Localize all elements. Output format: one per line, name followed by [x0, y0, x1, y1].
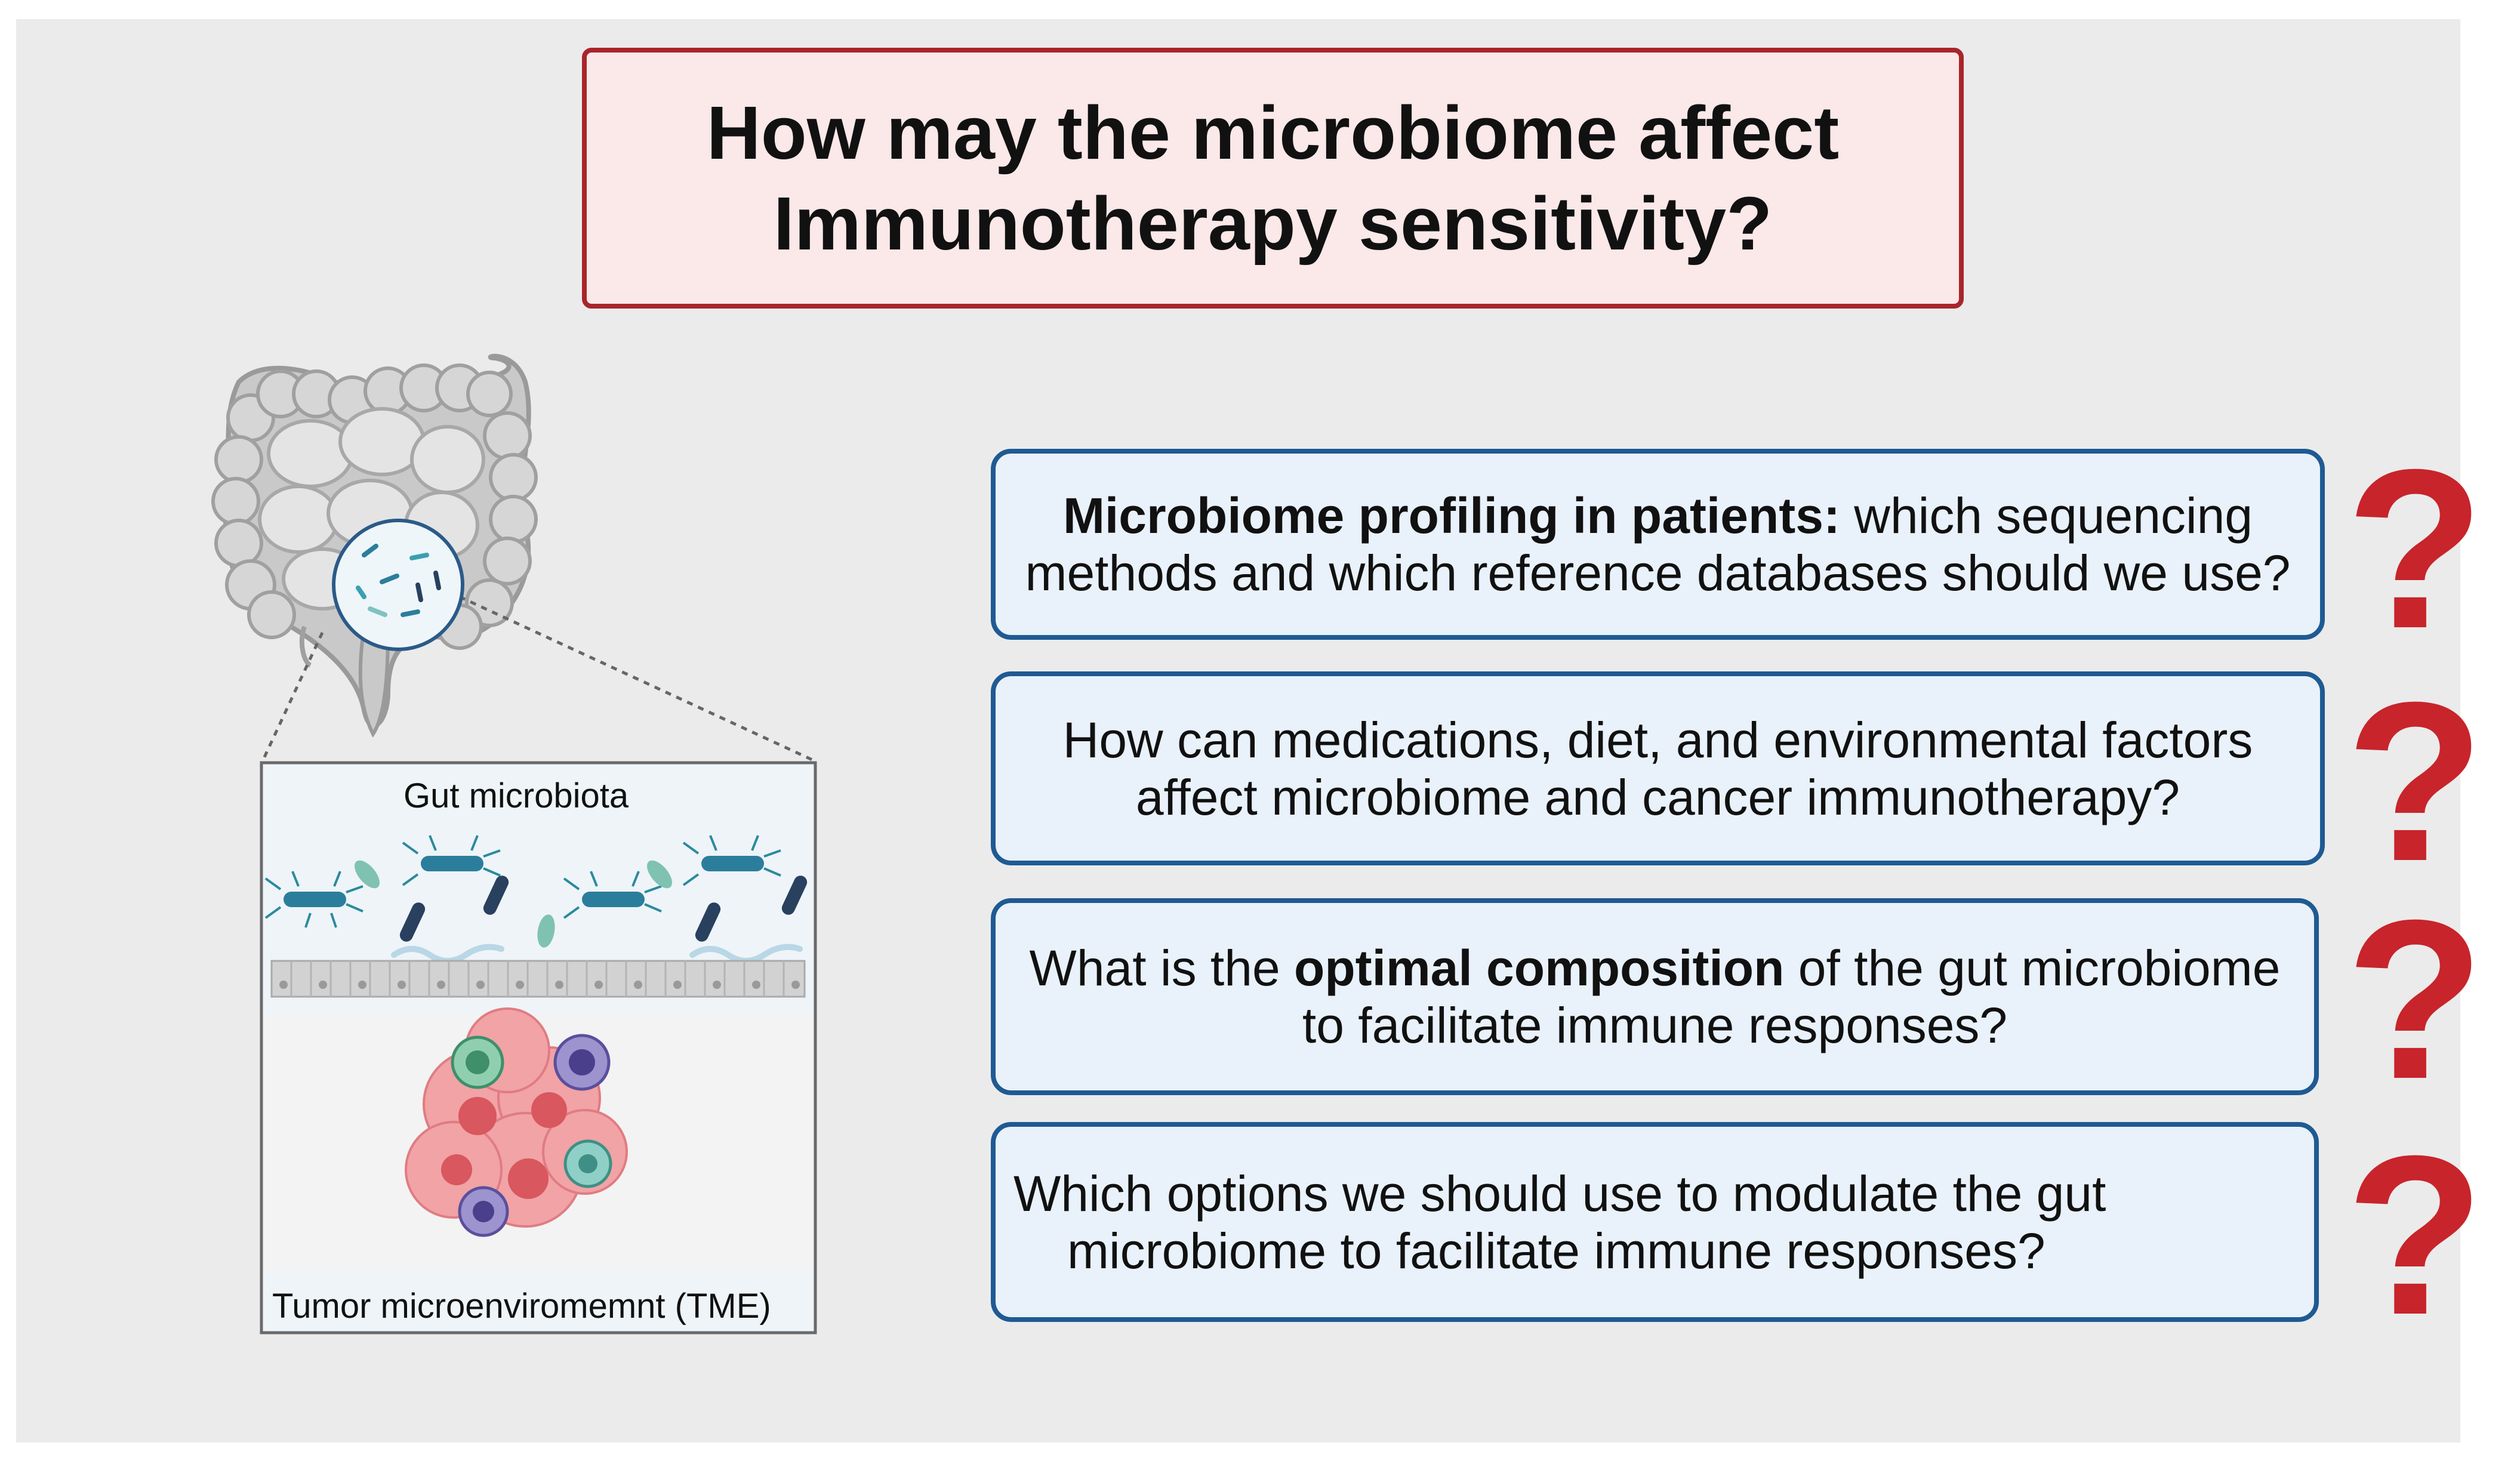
question-3-pre: What is the	[1029, 940, 1295, 996]
question-box-2: How can medications, diet, and environme…	[991, 671, 2325, 865]
question-1-line-1: Microbiome profiling in patients: which …	[996, 487, 2320, 544]
question-1-line-2: methods and which reference databases sh…	[1025, 545, 2291, 601]
question-mark-icon: ?	[2346, 655, 2485, 908]
epithelium-layer	[270, 960, 806, 998]
question-4-line-1: Which options we should use to modulate …	[1013, 1165, 2106, 1222]
question-mark-icon: ?	[2346, 1108, 2485, 1362]
question-1-bold: Microbiome profiling in patients:	[1062, 488, 1840, 544]
question-3-bold: optimal composition	[1294, 940, 1785, 996]
magnifier-icon	[332, 519, 464, 651]
title-box: How may the microbiome affect Immunother…	[582, 48, 1964, 309]
question-1-line-1-rest: which sequencing	[1840, 488, 2253, 544]
question-2-line-1: How can medications, diet, and environme…	[1062, 711, 2253, 768]
question-box-3: What is the optimal composition of the g…	[991, 898, 2319, 1095]
title-line-1: How may the microbiome affect	[706, 90, 1840, 175]
question-box-4: Which options we should use to modulate …	[991, 1122, 2319, 1322]
question-2-line-2: affect microbiome and cancer immunothera…	[1135, 769, 2180, 825]
tumor-icon	[405, 1007, 628, 1237]
immune-cell-icon	[451, 1034, 612, 1237]
inset-panel	[260, 761, 817, 1334]
tme-label: Tumor microenviromemnt (TME)	[272, 1287, 771, 1326]
question-3-post: of the gut microbiome	[1784, 940, 2281, 996]
question-3-line-2: to facilitate immune responses?	[1302, 997, 2008, 1053]
question-box-1: Microbiome profiling in patients: which …	[991, 449, 2325, 640]
title-line-2: Immunotherapy sensitivity?	[773, 181, 1773, 266]
question-3-line-1: What is the optimal composition of the g…	[996, 939, 2314, 997]
gut-microbiota-label: Gut microbiota	[403, 776, 629, 815]
question-mark-icon: ?	[2346, 422, 2485, 676]
question-mark-icon: ?	[2346, 873, 2485, 1126]
question-4-line-2: microbiome to facilitate immune response…	[1067, 1222, 2045, 1279]
